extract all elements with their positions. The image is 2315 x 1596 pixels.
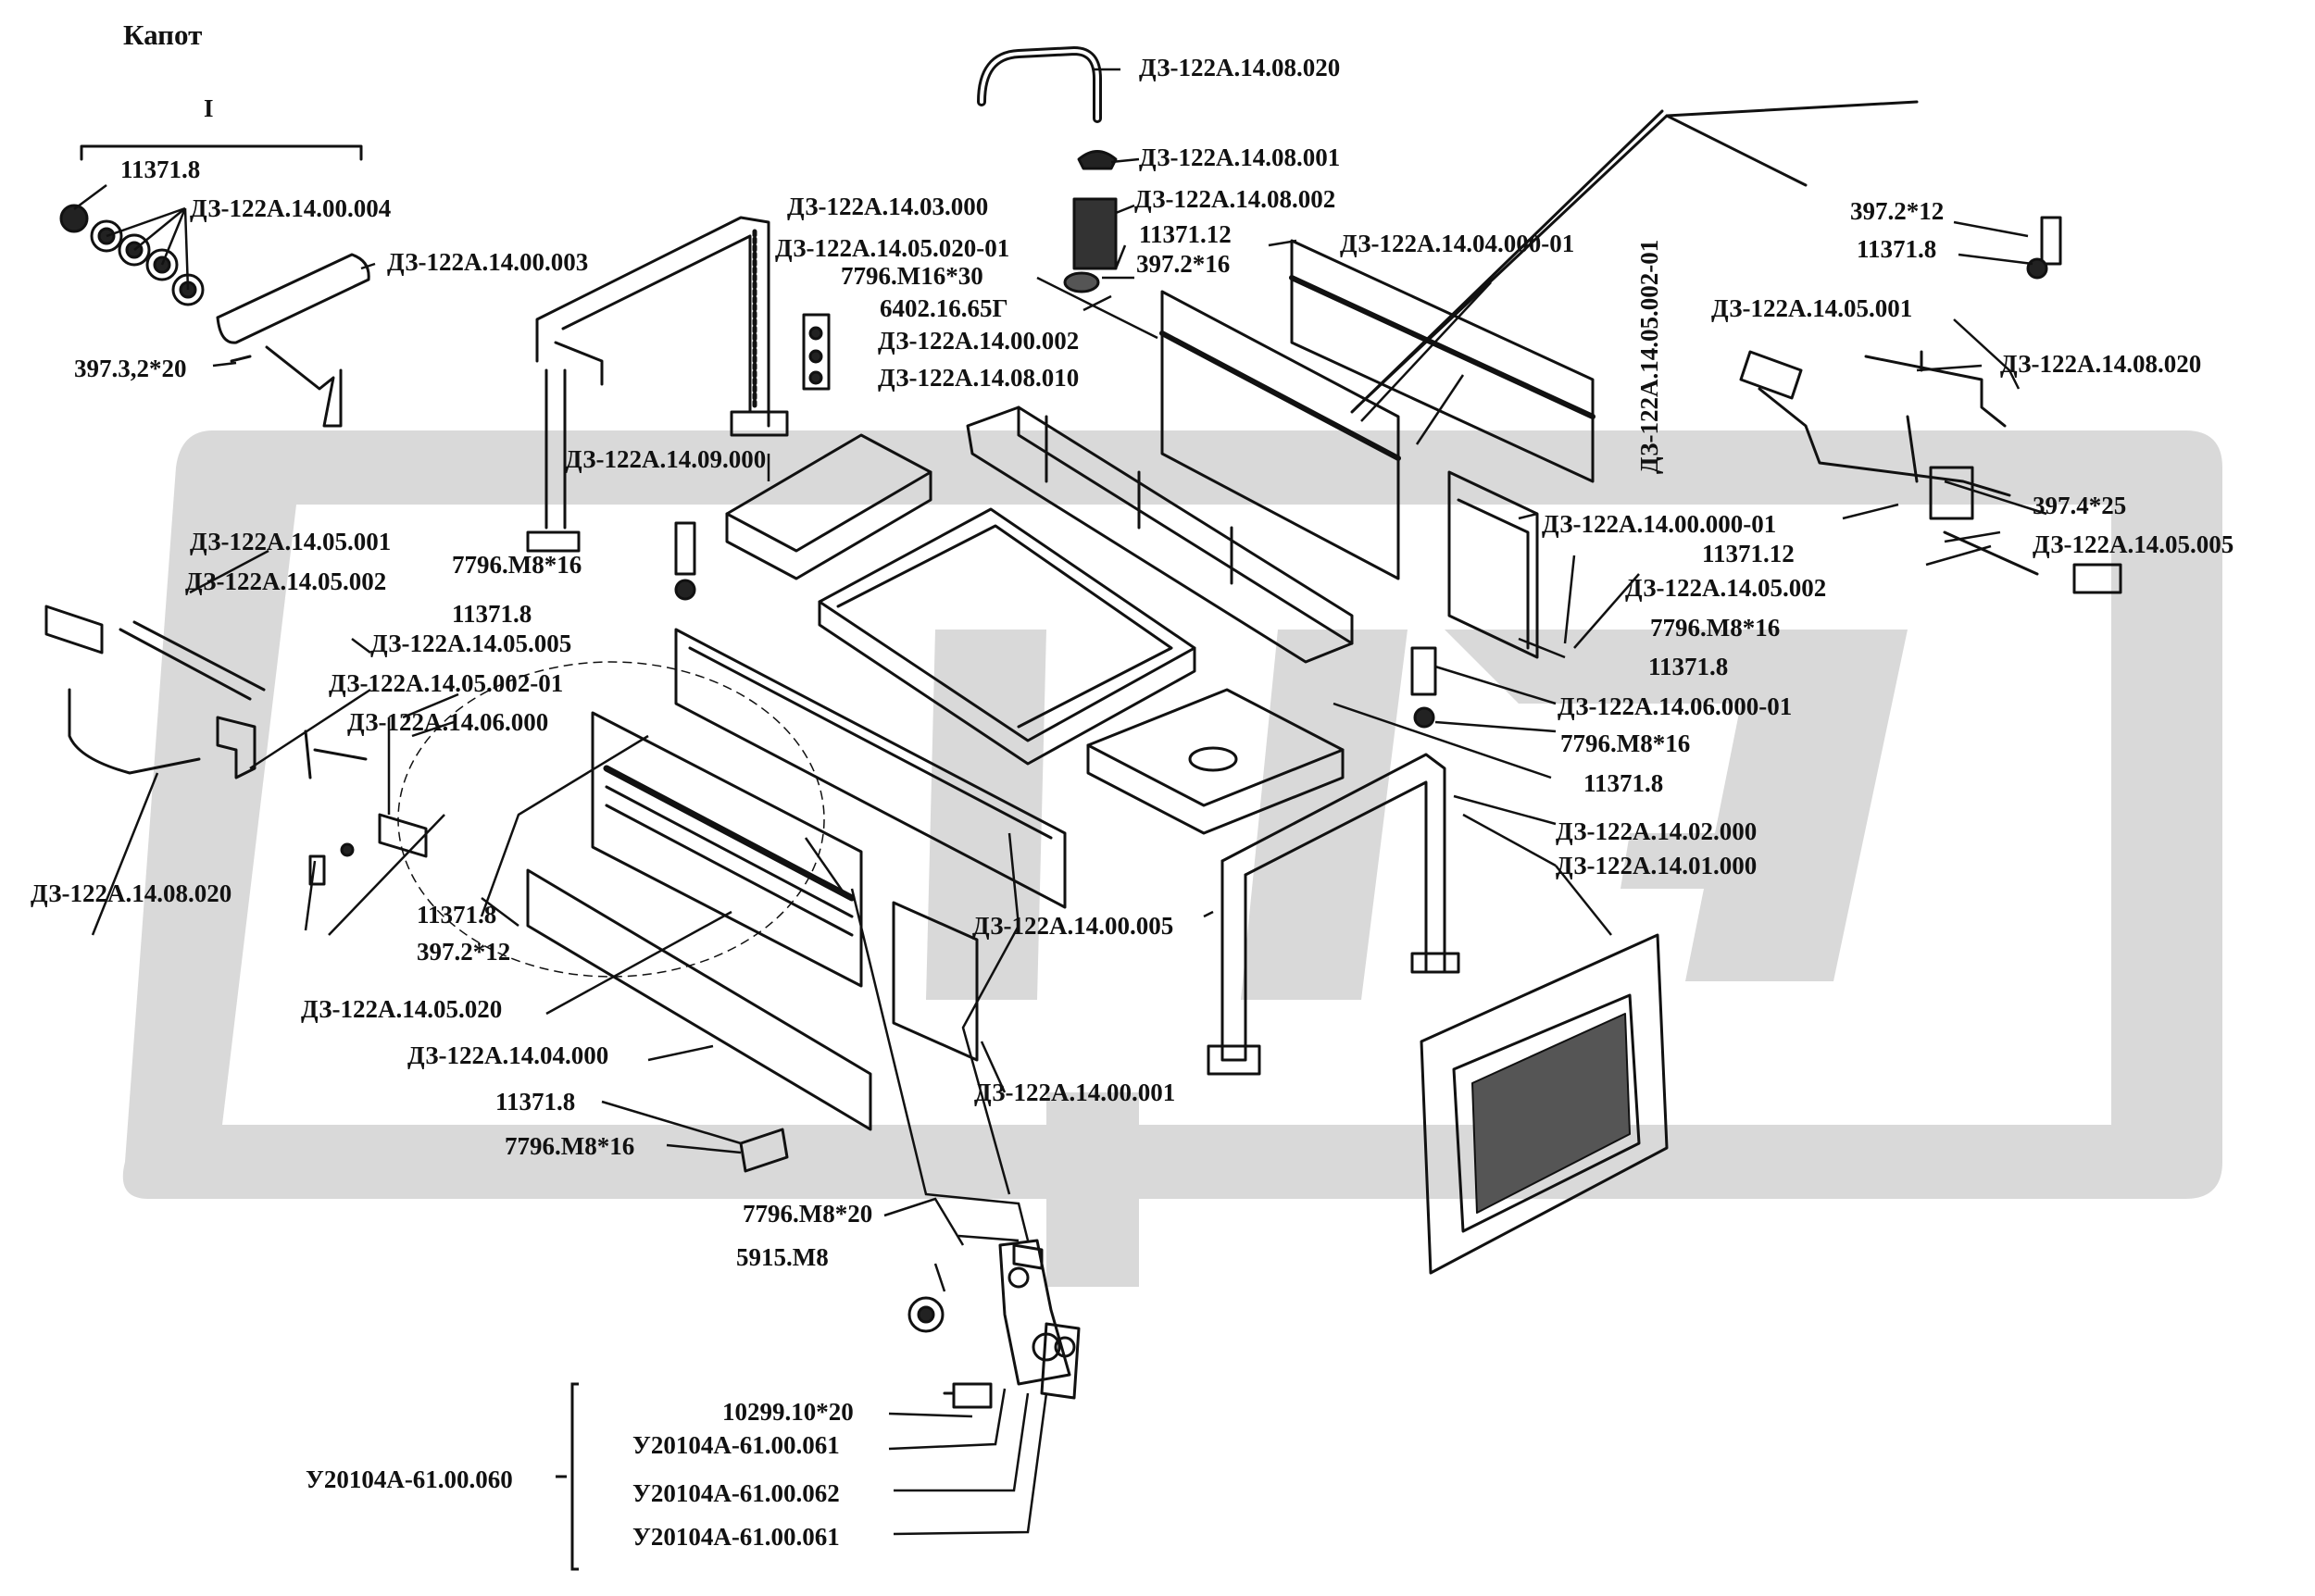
label-l30: ДЗ-122А.14.05.001 — [190, 528, 392, 555]
label-l04: 397.3,2*20 — [74, 355, 187, 382]
bottom-hinge-assembly — [907, 1239, 1081, 1409]
label-l36: ДЗ-122А.14.05.005 — [370, 630, 572, 657]
label-l44: 397.2*12 — [417, 938, 511, 966]
label-l21: ДЗ-122А.14.08.020 — [2000, 350, 2202, 378]
leader-lines — [73, 68, 2047, 1536]
label-l19: 11371.8 — [1857, 235, 1937, 263]
bolt-plate — [739, 1128, 789, 1173]
group-bracket — [80, 144, 363, 161]
label-l43: 11371.8 — [417, 901, 497, 929]
rear-panel — [1159, 239, 1595, 580]
label-l34: ДЗ-122А.14.06.000-01 — [1558, 692, 1793, 720]
label-l46: ДЗ-122А.14.05.020 — [301, 995, 503, 1023]
label-l32: 7796.М8*16 — [1650, 614, 1781, 642]
label-l16: ДЗ-122А.14.04.000-01 — [1340, 230, 1575, 257]
label-l55: У20104А-61.00.060 — [306, 1465, 513, 1493]
label-l45: ДЗ-122А.14.00.005 — [972, 912, 1174, 940]
label-l37: ДЗ-122А.14.05.002-01 — [329, 669, 564, 697]
label-l42: ДЗ-122А.14.08.020 — [31, 879, 232, 907]
label-l27: ДЗ-122А.14.05.002 — [1625, 574, 1827, 602]
label-l48: ДЗ-122А.14.00.001 — [974, 1079, 1176, 1106]
label-l08: ДЗ-122А.14.03.000 — [787, 193, 989, 220]
right-frame — [1207, 753, 1460, 1076]
label-l01: 11371.8 — [120, 156, 201, 183]
label-l22: ДЗ-122А.14.09.000 — [565, 445, 767, 473]
label-l05: ДЗ-122А.14.08.020 — [1139, 54, 1341, 81]
stay-rod — [1350, 100, 1919, 414]
watermark — [122, 430, 2222, 1287]
pedestal-bracket-left — [674, 521, 696, 576]
label-l11: 6402.16.65Г — [880, 294, 1008, 322]
label-l06: ДЗ-122А.14.08.001 — [1139, 143, 1341, 171]
diagram-title: Капот — [123, 19, 203, 51]
label-l14: 11371.12 — [1139, 220, 1232, 248]
label-l09: ДЗ-122А.14.05.020-01 — [775, 234, 1010, 262]
top-panel — [818, 507, 1196, 766]
label-l51: 7796.М8*20 — [743, 1200, 873, 1228]
label-l02: ДЗ-122А.14.00.004 — [190, 194, 392, 222]
label-l12: ДЗ-122А.14.00.002 — [878, 327, 1080, 355]
left-hinge-assembly — [44, 605, 428, 886]
label-l52: 5915.М8 — [736, 1243, 829, 1271]
hinge-pin-assembly — [59, 204, 370, 428]
radiator-grille — [1420, 933, 1669, 1275]
label-l18: 397.2*12 — [1850, 197, 1945, 225]
label-l54: У20104А-61.00.061 — [632, 1431, 840, 1459]
center-plate — [1086, 688, 1345, 835]
label-l35: 7796.М8*16 — [1560, 729, 1691, 757]
kit-brace — [556, 1382, 579, 1571]
label-l29: 11371.8 — [452, 600, 532, 628]
bottom-channel — [526, 868, 872, 1131]
label-l26: ДЗ-122А.14.05.005 — [2033, 530, 2234, 558]
label-l31: ДЗ-122А.14.05.002 — [185, 567, 387, 595]
label-l33: 11371.8 — [1648, 653, 1729, 680]
front-grille-panel — [591, 628, 1067, 988]
label-l56: У20104А-61.00.062 — [632, 1479, 840, 1507]
label-l53: 10299.10*20 — [722, 1398, 854, 1426]
label-l50: 7796.М8*16 — [505, 1132, 635, 1160]
pedestal-bracket-right — [1410, 646, 1437, 696]
left-frame — [526, 216, 789, 553]
side-door — [1447, 470, 1539, 659]
label-l15: 397.2*16 — [1136, 250, 1231, 278]
small-plate — [892, 901, 979, 1062]
label-l38: ДЗ-122А.14.06.000 — [347, 708, 549, 736]
label-l20: ДЗ-122А.14.05.001 — [1711, 294, 1913, 322]
label-l25: 11371.12 — [1702, 540, 1795, 567]
label-l28: 7796.М8*16 — [452, 551, 582, 579]
label-l17: ДЗ-122А.14.05.002-01 — [1635, 239, 1663, 474]
ghost-outline — [397, 661, 825, 978]
label-l39: 11371.8 — [1583, 769, 1664, 797]
label-l13: ДЗ-122А.14.08.010 — [878, 364, 1080, 392]
label-l23: 397.4*25 — [2033, 492, 2127, 519]
label-l10: 7796.М16*30 — [841, 262, 983, 290]
label-l07: ДЗ-122А.14.08.002 — [1134, 185, 1336, 213]
right-hinge-assembly — [1739, 216, 2122, 594]
label-l47: ДЗ-122А.14.04.000 — [407, 1041, 609, 1069]
label-l40: ДЗ-122А.14.02.000 — [1556, 817, 1758, 845]
label-l57: У20104А-61.00.061 — [632, 1523, 840, 1551]
bracket-plate — [802, 313, 831, 391]
label-l41: ДЗ-122А.14.01.000 — [1556, 852, 1758, 879]
group-marker: I — [204, 94, 214, 122]
cover-plate-small — [725, 433, 932, 580]
long-channel — [966, 405, 1354, 664]
label-l24: ДЗ-122А.14.00.000-01 — [1542, 510, 1777, 538]
label-l03: ДЗ-122А.14.00.003 — [387, 248, 589, 276]
label-l49: 11371.8 — [495, 1088, 576, 1116]
